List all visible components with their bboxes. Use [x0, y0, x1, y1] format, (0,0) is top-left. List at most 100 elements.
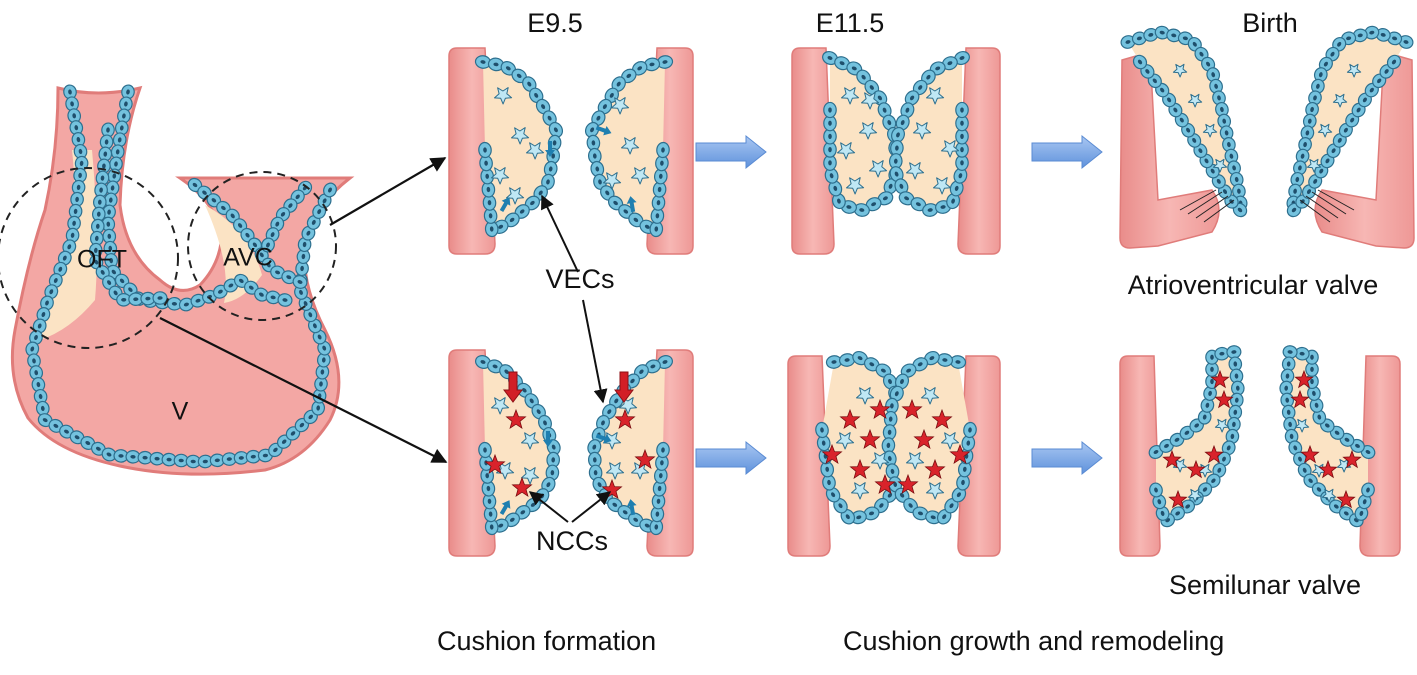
endothelial-cell: [1205, 361, 1219, 377]
endothelial-cell: [173, 453, 189, 468]
endothelial-cell: [294, 284, 308, 300]
endothelial-cell: [890, 139, 904, 157]
mesenchymal-cell: [521, 467, 540, 485]
endothelial-cell: [548, 121, 564, 138]
myocardial-wall: [787, 355, 831, 557]
endothelial-cell: [1132, 54, 1148, 70]
endothelial-cell: [912, 79, 928, 96]
neural-crest-cell: [614, 408, 636, 430]
avc-region-circle: [187, 171, 337, 321]
endothelial-cell: [511, 68, 527, 84]
endothelial-cell: [815, 421, 829, 439]
mesenchymal-cell: [1311, 463, 1327, 478]
stage-label-e115: E11.5: [815, 8, 885, 38]
endothelial-cell: [822, 474, 836, 491]
endothelial-cell: [1386, 54, 1402, 70]
neural-crest-cell: [1186, 459, 1206, 479]
endothelial-cell: [474, 55, 492, 69]
migration-arrow: [499, 500, 511, 516]
mesenchymal-cell: [941, 140, 960, 158]
cell-label-nccs: NCCs: [536, 526, 608, 556]
endothelial-cell: [894, 373, 910, 390]
endothelial-cell: [92, 194, 107, 210]
endothelial-cell: [584, 121, 600, 138]
stage-progress-arrow: [1031, 440, 1103, 476]
endothelial-cell: [481, 181, 496, 198]
myocardial-wall: [957, 355, 1001, 557]
endothelial-cell: [853, 203, 870, 217]
vecs-arrow-up: [541, 194, 579, 273]
endothelial-cell: [621, 68, 637, 84]
migration-arrow: [595, 125, 612, 136]
endothelial-cell: [1307, 385, 1321, 401]
endothelial-cell: [221, 452, 237, 466]
endothelial-cell: [1293, 160, 1307, 176]
phase-label-growth: Cushion growth and remodeling: [843, 626, 1225, 656]
migration-arrow: [626, 196, 637, 213]
endothelial-cell: [936, 353, 954, 367]
endothelial-cell: [1149, 482, 1163, 498]
endothelial-cell: [91, 441, 106, 456]
endothelial-cell: [190, 293, 206, 308]
mesenchymal-cell: [1187, 93, 1203, 108]
endothelial-cell: [1226, 345, 1242, 359]
endothelial-cell: [1375, 28, 1391, 42]
endothelial-cell: [963, 421, 977, 439]
endothelial-cell: [820, 461, 835, 478]
endothelial-cell: [74, 155, 89, 171]
neural-crest-cell: [897, 473, 919, 495]
mesenchymal-cell: [506, 187, 525, 205]
mesenchymal-cell: [836, 432, 855, 450]
neural-crest-cell: [1294, 369, 1314, 389]
endothelial-cell: [478, 441, 492, 459]
panel-birth-avc: [1119, 25, 1415, 249]
neural-crest-cell: [913, 428, 935, 450]
mesenchymal-cell: [933, 177, 952, 195]
endothelial-cell: [538, 414, 552, 431]
endothelial-cell: [900, 363, 917, 378]
panel-e95-avc: [448, 47, 767, 255]
endothelial-cell: [592, 476, 607, 493]
mesenchymal-cell: [621, 137, 640, 155]
neural-crest-cell: [601, 478, 623, 500]
endothelial-cell: [314, 376, 328, 392]
mesenchymal-cell: [851, 482, 870, 500]
endothelial-cell: [1312, 409, 1327, 425]
endothelial-cell: [261, 237, 275, 253]
chorda-tendinea: [1187, 191, 1223, 215]
endothelial-cell: [35, 400, 50, 416]
endothelial-cell: [524, 195, 541, 211]
endothelial-cell: [828, 180, 843, 197]
mesenchymal-cell: [1317, 123, 1333, 138]
region-label-avc: AVC: [223, 243, 273, 272]
mesenchymal-cell: [1214, 418, 1230, 433]
endothelial-cell: [1288, 183, 1302, 199]
mesenchymal-cell: [491, 167, 510, 185]
endothelial-cell: [904, 90, 920, 106]
endothelial-cell: [653, 467, 668, 484]
migration-arrow: [543, 431, 553, 447]
endothelial-cell: [535, 98, 551, 115]
migration-arrow: [545, 141, 555, 157]
neural-crest-cell: [869, 398, 891, 420]
endothelial-cell: [600, 185, 615, 201]
endothelial-cell: [941, 56, 958, 71]
endothelial-cell: [32, 318, 47, 334]
mesenchymal-cell: [631, 167, 650, 185]
heart: [0, 84, 355, 476]
endothelial-cell: [102, 275, 117, 290]
mesenchymal-cell: [926, 87, 945, 105]
neural-crest-cell: [1214, 389, 1234, 409]
neural-crest-cell: [1336, 489, 1356, 509]
mesenchymal-cell: [913, 122, 932, 140]
chorda-tendinea: [1203, 199, 1235, 223]
neural-crest-cell: [849, 458, 871, 480]
panel-birth-oft: [1119, 345, 1401, 557]
endothelial-cell: [53, 261, 68, 277]
endothelial-cell: [478, 141, 492, 159]
neural-crest-cell: [505, 408, 527, 430]
mesenchymal-cell: [521, 432, 540, 450]
mesenchymal-cell: [496, 462, 515, 480]
endothelial-cell: [1203, 385, 1217, 401]
